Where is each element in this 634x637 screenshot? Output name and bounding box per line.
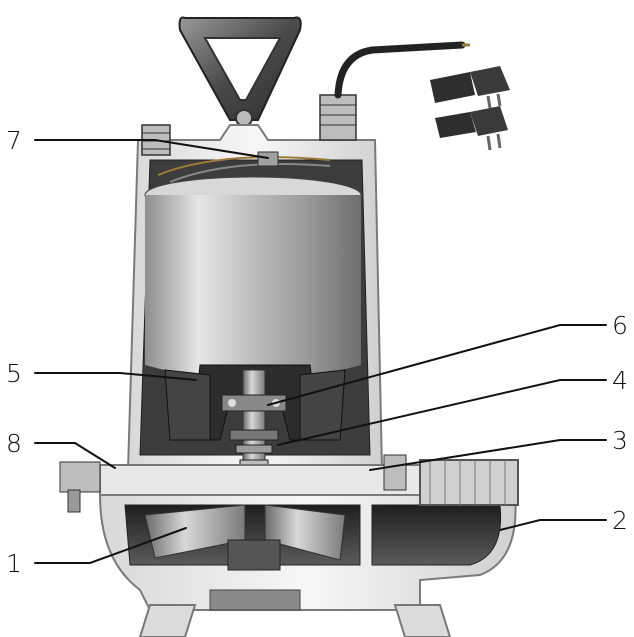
- pump-base-legs: [138, 589, 452, 637]
- motor-wiring: [157, 151, 331, 183]
- leader-2: [499, 519, 607, 531]
- bearing-housing: [164, 364, 346, 441]
- callout-4: 4: [612, 366, 628, 395]
- leader-6: [267, 324, 607, 406]
- motor-stator: [144, 176, 362, 380]
- shaft-bearing: [221, 394, 287, 412]
- callout-2: 2: [612, 506, 628, 535]
- leader-7: [34, 139, 269, 159]
- carry-handle: [178, 16, 302, 127]
- leader-4: [277, 379, 607, 446]
- cord-entry-gland: [319, 41, 470, 141]
- callout-labels: 7 5 8 1 6 4 3 2: [6, 126, 628, 578]
- callout-5: 5: [6, 359, 22, 388]
- leader-8: [34, 442, 116, 469]
- power-plug-2: [435, 106, 508, 151]
- discharge-outlet: [419, 459, 519, 506]
- impeller: [144, 504, 346, 571]
- power-plug-1: [430, 66, 510, 109]
- leader-5: [34, 372, 197, 381]
- callout-leaders: [34, 139, 607, 564]
- leader-3: [369, 439, 607, 471]
- leader-1: [34, 527, 187, 564]
- flange: [59, 454, 421, 513]
- callout-3: 3: [612, 426, 628, 455]
- callout-8: 8: [6, 429, 22, 458]
- callout-7: 7: [6, 126, 22, 155]
- callout-1: 1: [6, 549, 22, 578]
- callout-6: 6: [612, 311, 628, 340]
